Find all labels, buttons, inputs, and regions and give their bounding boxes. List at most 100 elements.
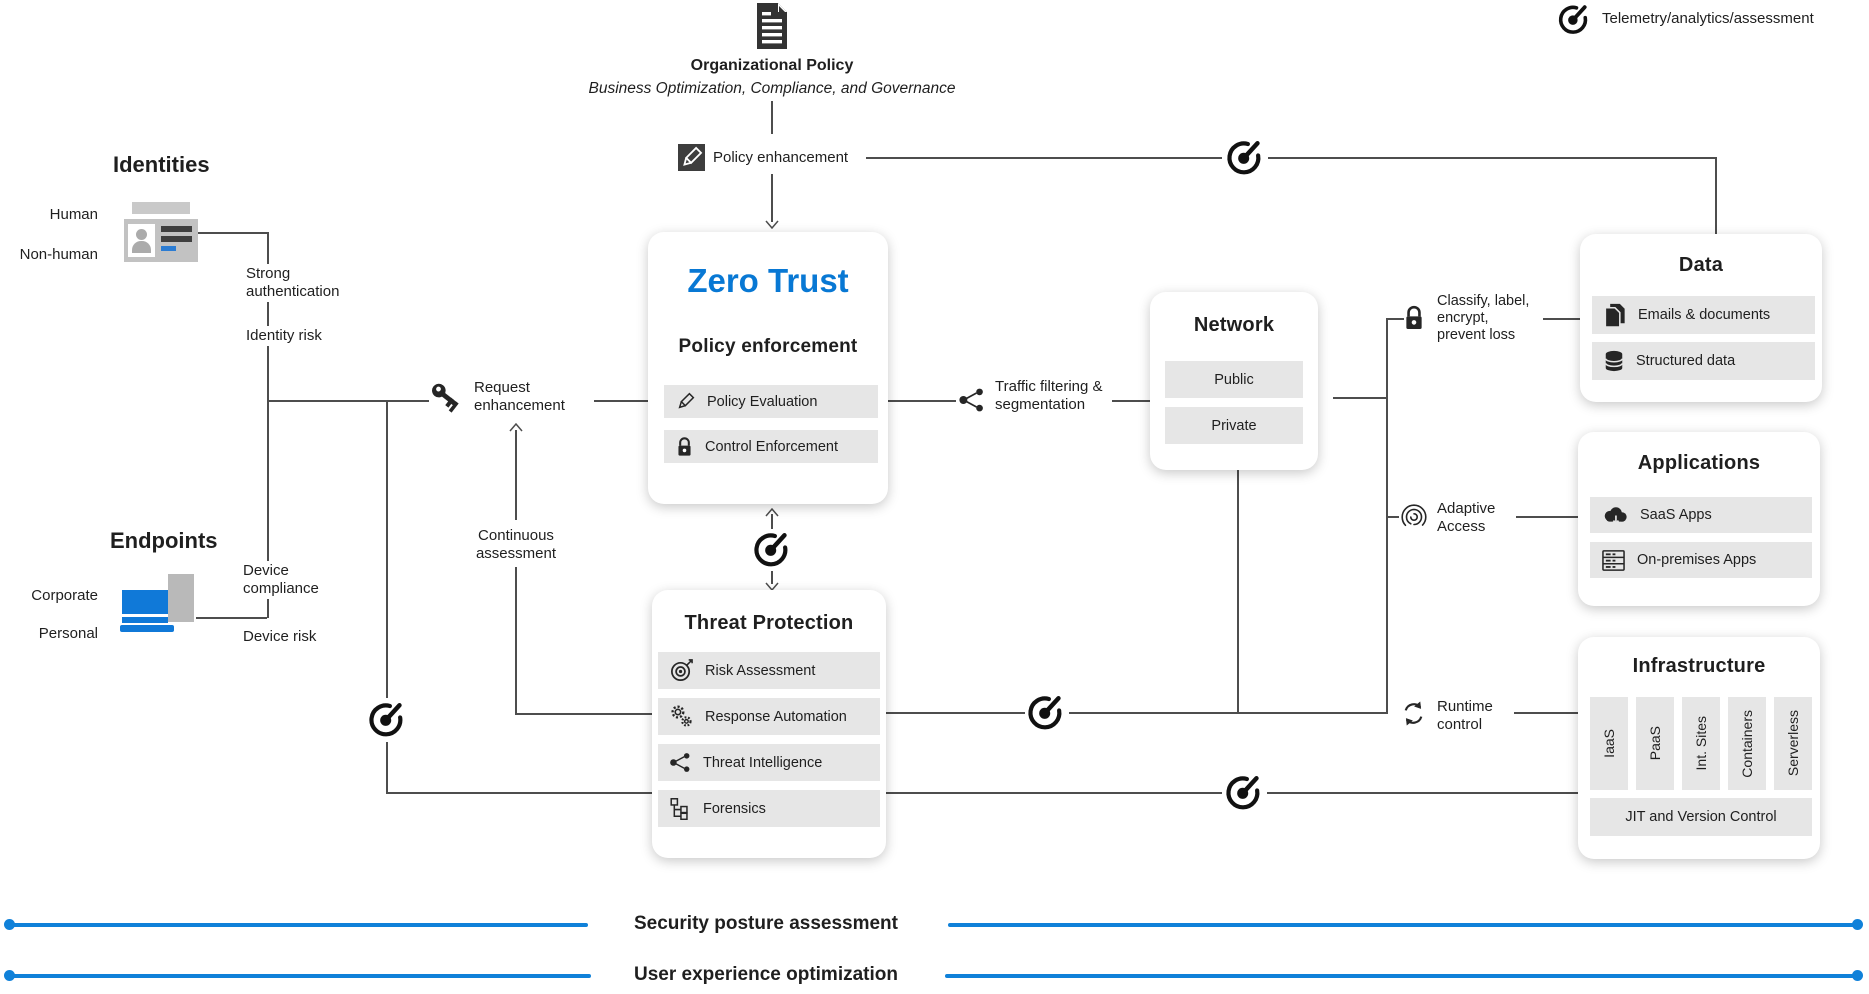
connector — [1386, 318, 1404, 320]
line-endpoint-dot — [4, 970, 15, 981]
telemetry-legend-label: Telemetry/analytics/assessment — [1602, 10, 1814, 27]
identity-type-human: Human — [49, 206, 98, 223]
network-public-row[interactable]: Public — [1165, 361, 1303, 398]
connector — [386, 400, 388, 698]
connector — [1514, 712, 1578, 714]
row-label: Public — [1214, 371, 1254, 388]
telemetry-gauge-icon — [1227, 140, 1261, 175]
column-label: Int. Sites — [1693, 716, 1709, 771]
connector — [515, 567, 517, 714]
runtime-control-label: Runtime control — [1437, 698, 1493, 733]
strong-authentication-label: Strong authentication — [244, 264, 353, 302]
connector — [1267, 792, 1578, 794]
infrastructure-title: Infrastructure — [1632, 655, 1766, 677]
threat-protection-title: Threat Protection — [684, 612, 854, 634]
column-label: Containers — [1739, 709, 1755, 778]
traffic-filtering-label: Traffic filtering & segmentation — [995, 378, 1103, 413]
data-title: Data — [1678, 254, 1724, 276]
connector — [386, 742, 388, 793]
refresh-icon — [1404, 701, 1423, 726]
ux-optimization-line-left — [9, 974, 591, 978]
connector — [515, 713, 652, 715]
connector — [888, 400, 956, 402]
column-label: IaaS — [1601, 729, 1617, 758]
network-title: Network — [1193, 314, 1275, 336]
gears-icon — [671, 705, 692, 727]
security-posture-line-right — [948, 923, 1856, 927]
telemetry-gauge-icon — [1558, 5, 1588, 34]
database-icon — [1604, 350, 1624, 372]
device-compliance-label: Device compliance — [241, 561, 345, 599]
jit-version-control-row[interactable]: JIT and Version Control — [1590, 798, 1812, 836]
infra-column-serverless[interactable]: Serverless — [1774, 697, 1812, 790]
connector — [1069, 712, 1386, 714]
infra-column-containers[interactable]: Containers — [1728, 697, 1766, 790]
line-endpoint-dot — [1852, 970, 1863, 981]
row-label: Response Automation — [705, 708, 847, 725]
fingerprint-icon — [1401, 504, 1427, 527]
row-label: Control Enforcement — [705, 438, 838, 455]
line-endpoint-dot — [4, 919, 15, 930]
emails-documents-row[interactable]: Emails & documents — [1592, 296, 1815, 334]
endpoint-type-personal: Personal — [38, 625, 98, 642]
structured-data-row[interactable]: Structured data — [1592, 342, 1815, 380]
telemetry-gauge-icon — [1226, 775, 1260, 810]
edit-pencil-icon — [678, 144, 705, 171]
connector — [771, 174, 773, 222]
connector — [771, 571, 773, 584]
on-premises-apps-row[interactable]: On-premises Apps — [1590, 542, 1812, 578]
risk-assessment-row[interactable]: Risk Assessment — [658, 652, 880, 689]
id-card-icon — [124, 202, 198, 262]
connector — [771, 101, 773, 134]
identity-type-nonhuman: Non-human — [19, 246, 98, 263]
row-label: Structured data — [1636, 353, 1736, 369]
org-policy-subtitle: Business Optimization, Compliance, and G… — [588, 80, 956, 97]
documents-icon — [1604, 303, 1625, 328]
connector — [594, 400, 648, 402]
saas-apps-row[interactable]: SaaS Apps — [1590, 497, 1812, 533]
continuous-assessment-label: Continuous assessment — [475, 527, 557, 562]
connector — [1268, 157, 1716, 159]
row-label: Policy Evaluation — [707, 393, 818, 410]
response-automation-row[interactable]: Response Automation — [658, 698, 880, 735]
endpoint-type-corporate: Corporate — [31, 587, 98, 604]
device-risk-label: Device risk — [241, 627, 340, 647]
control-enforcement-row[interactable]: Control Enforcement — [664, 430, 878, 463]
column-label: PaaS — [1647, 726, 1663, 761]
devices-icon — [120, 574, 198, 634]
connector — [886, 712, 1025, 714]
arrow-down-icon — [765, 220, 779, 229]
connector — [1237, 470, 1239, 713]
share-nodes-icon — [670, 753, 690, 772]
infra-column-paas[interactable]: PaaS — [1636, 697, 1674, 790]
document-icon — [757, 3, 787, 49]
pencil-icon — [678, 392, 695, 409]
classify-label: Classify, label, encrypt, prevent loss — [1437, 293, 1530, 343]
threat-intelligence-row[interactable]: Threat Intelligence — [658, 744, 880, 781]
connector — [267, 232, 269, 618]
share-nodes-icon — [959, 388, 983, 412]
infra-column-int-sites[interactable]: Int. Sites — [1682, 697, 1720, 790]
policy-evaluation-row[interactable]: Policy Evaluation — [664, 385, 878, 418]
connector — [771, 514, 773, 529]
server-icon — [1602, 549, 1625, 571]
policy-enhancement-label: Policy enhancement — [713, 149, 849, 166]
telemetry-gauge-icon — [1028, 695, 1062, 730]
forensics-row[interactable]: Forensics — [658, 790, 880, 827]
identity-risk-label: Identity risk — [244, 326, 343, 346]
ux-optimization-label: User experience optimization — [634, 964, 898, 985]
telemetry-gauge-icon — [754, 532, 788, 567]
row-label: On-premises Apps — [1637, 552, 1757, 568]
infra-column-iaas[interactable]: IaaS — [1590, 697, 1628, 790]
ux-optimization-line-right — [945, 974, 1856, 978]
connector — [1516, 516, 1578, 518]
lock-icon — [1406, 305, 1422, 329]
connector — [866, 157, 1222, 159]
row-label: Forensics — [703, 800, 766, 817]
row-label: Emails & documents — [1638, 307, 1771, 323]
column-label: Serverless — [1785, 710, 1801, 777]
row-label: JIT and Version Control — [1625, 809, 1777, 825]
connector — [1543, 318, 1581, 320]
network-private-row[interactable]: Private — [1165, 407, 1303, 444]
